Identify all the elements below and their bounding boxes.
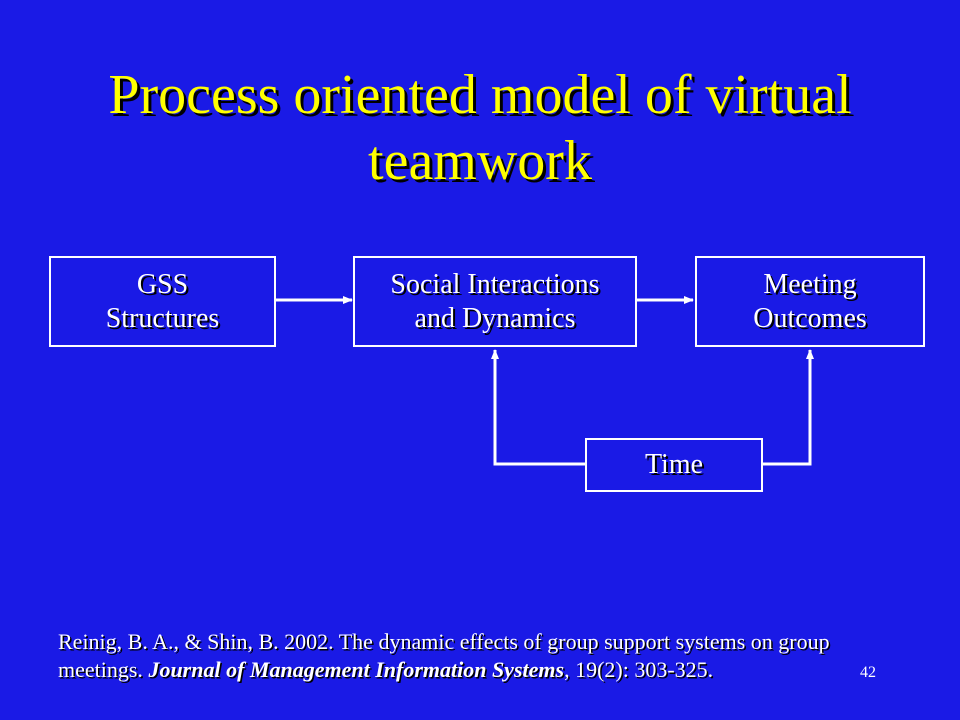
citation: Reinig, B. A., & Shin, B. 2002. The dyna… xyxy=(58,628,858,684)
citation-journal: Journal of Management Information System… xyxy=(148,657,565,682)
page-number: 42 xyxy=(860,664,876,681)
citation-volume: , 19(2): 303-325. xyxy=(564,657,714,682)
citation-text: Reinig, B. A., & Shin, B. 2002. The dyna… xyxy=(58,629,830,682)
gss-structures-box: GSS Structures xyxy=(49,256,276,347)
arrow-time-to-social xyxy=(491,349,586,466)
slide-title: Process oriented model of virtual teamwo… xyxy=(108,64,852,192)
arrow-time-to-outcomes xyxy=(762,349,814,466)
time-box: Time xyxy=(585,438,763,492)
meeting-outcomes-box: Meeting Outcomes xyxy=(695,256,925,347)
social-interactions-box: Social Interactions and Dynamics xyxy=(353,256,637,347)
